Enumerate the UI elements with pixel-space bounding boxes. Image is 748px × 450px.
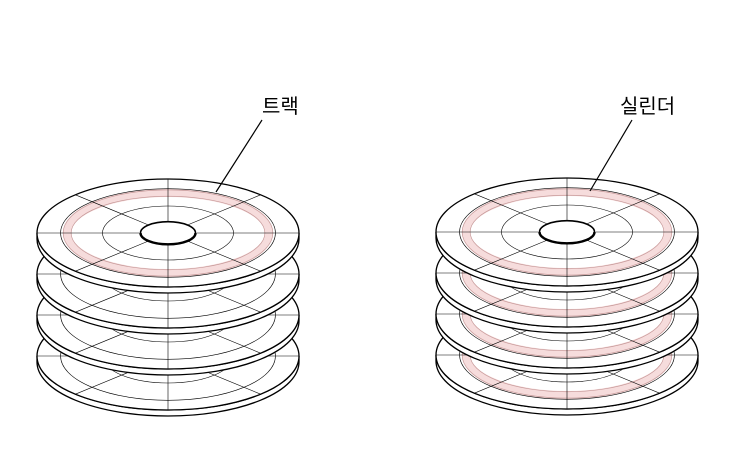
- track-stack: [36, 178, 300, 417]
- track-leader-line: [215, 119, 263, 193]
- sector-line: [587, 193, 660, 224]
- sector-line: [188, 241, 261, 272]
- sector-line: [474, 193, 547, 224]
- cylinder-label: 실린더: [620, 94, 675, 118]
- sector-line: [75, 241, 148, 272]
- spindle-hole-edge: [538, 231, 596, 245]
- platter: [36, 178, 300, 294]
- sector-line: [474, 240, 547, 271]
- sector-line: [188, 194, 261, 225]
- cylinder-stack: [435, 177, 699, 416]
- sector-line: [587, 240, 660, 271]
- spindle-hole-edge: [139, 232, 197, 246]
- cylinder-leader-line: [589, 119, 633, 192]
- sector-line: [75, 194, 148, 225]
- platter: [435, 177, 699, 293]
- track-label: 트랙: [262, 94, 299, 118]
